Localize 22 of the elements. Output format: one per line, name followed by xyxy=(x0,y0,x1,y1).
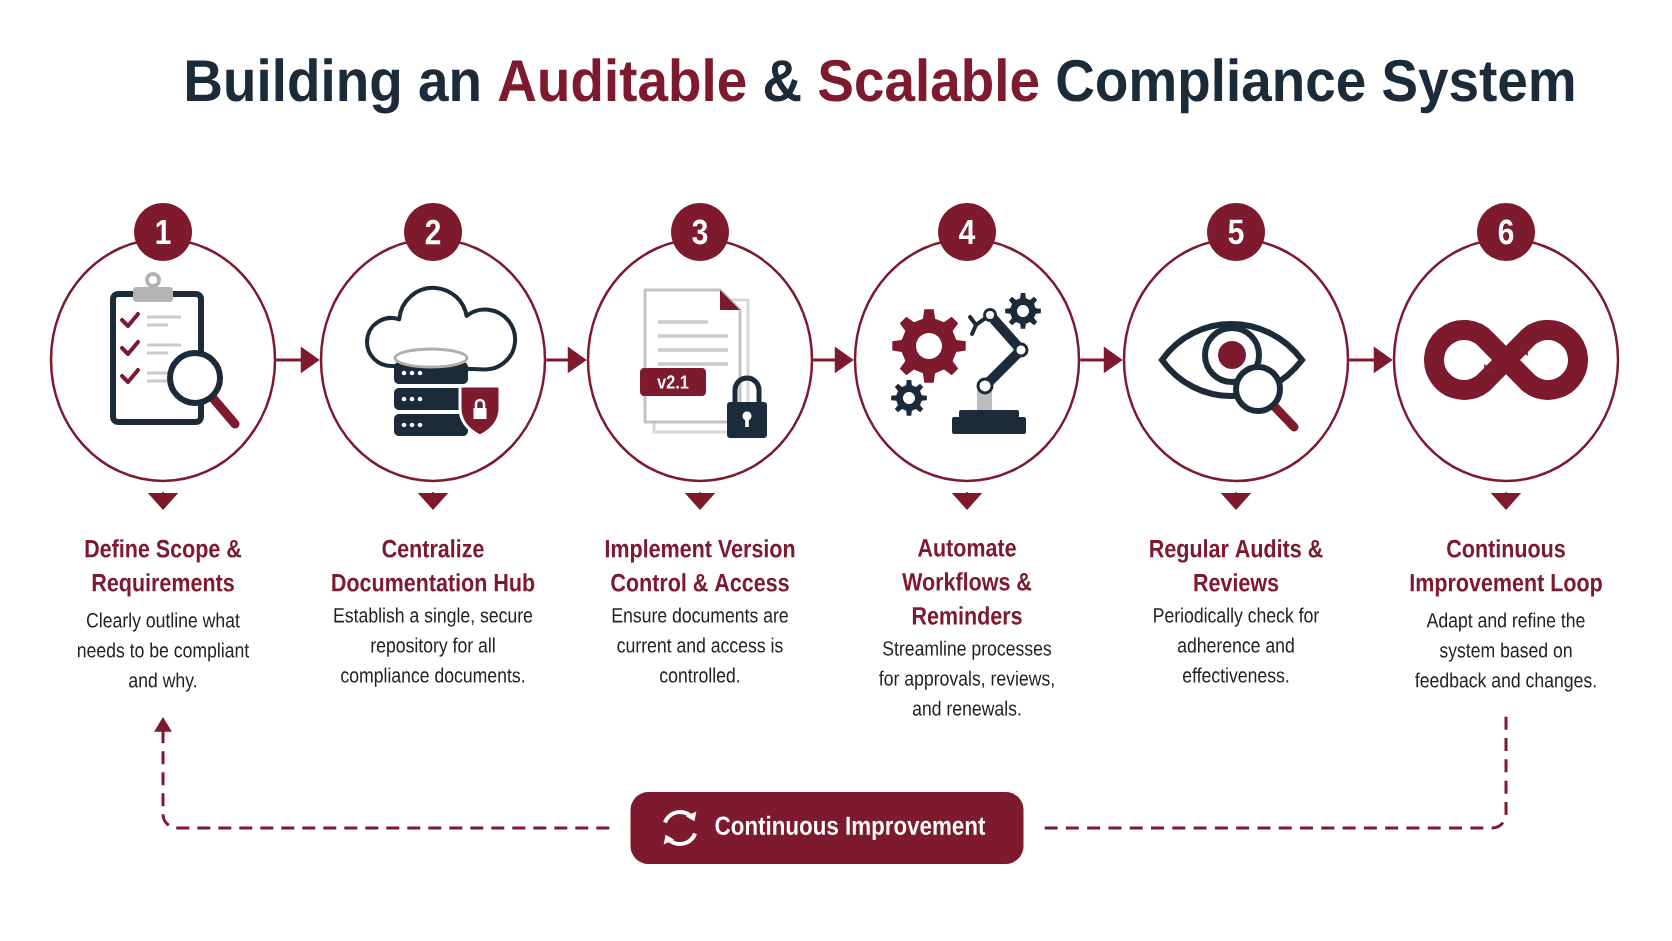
step-description: Periodically check for adherence and effectiveness. xyxy=(1154,607,1319,683)
number-badge: 6 xyxy=(1477,203,1535,261)
number-badge: 1 xyxy=(134,203,192,261)
step-title: Centralize Documentation Hub xyxy=(332,539,535,592)
step-description: Clearly outline what needs to be compliant and why. xyxy=(77,612,250,692)
number-badge: 3 xyxy=(671,203,729,261)
step-description: Ensure documents are current and access is controlled. xyxy=(612,607,788,683)
step-title: Define Scope & Requirements xyxy=(85,539,242,597)
step-title: Continuous Improvement Loop xyxy=(1410,539,1602,597)
step-description: Adapt and refine the system based on feedback and changes. xyxy=(1415,612,1596,692)
number-badge: 5 xyxy=(1207,203,1265,261)
number-badge: 2 xyxy=(404,203,462,261)
step-description: Establish a single, secure repository for all compliance documents. xyxy=(334,607,533,687)
number-badge: 4 xyxy=(938,203,996,261)
dashed-line xyxy=(1044,716,1508,830)
rounded-banner: Continuous Improvement xyxy=(630,792,1024,864)
step-title: Regular Audits & Reviews xyxy=(1150,539,1323,592)
version-tag: v2.1 xyxy=(640,368,706,396)
title: Building an Auditable & Scalable Compliance System xyxy=(187,58,1574,114)
step-description: Streamline processes for approvals, reviews, and renewals. xyxy=(879,640,1054,716)
step-title: Implement Version Control & Access xyxy=(605,539,795,592)
step-title: Automate Workflows & Reminders xyxy=(902,539,1032,625)
